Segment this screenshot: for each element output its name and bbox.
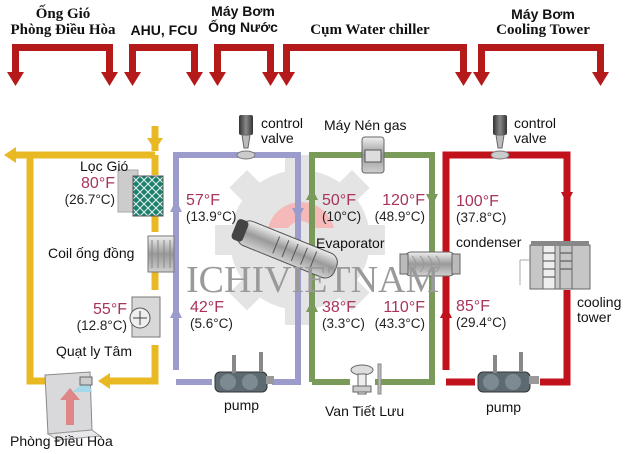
room-icon [44,371,102,441]
air-loop-arrows [4,138,163,389]
arrow-up-icon [306,188,318,200]
header-tower-pump-line2: Cooling Tower [496,22,590,38]
cooling-tower-line1: cooling [577,294,622,310]
arrow-down-icon [147,138,163,150]
copper-coil-icon [147,235,175,273]
header-water-pump: Máy Bơm Ống Nước [202,3,284,35]
expansion-valve-icon [350,363,382,395]
bracket-water-pump [209,44,279,86]
evap-in-temp-f: 38°F [322,299,356,316]
header-water-pump-line2: Ống Nước [208,19,278,35]
header-brackets [7,44,609,86]
evaporator-icon [231,219,338,279]
arrow-up-icon [170,306,182,318]
evap-in-temp-c: (3.3°C) [322,316,365,331]
evap-out-temp-c: (10°C) [322,209,362,224]
header-chiller: Cụm Water chiller [310,22,430,38]
condenser-label: condenser [456,234,522,250]
chw-return-temp-c: (13.9°C) [186,209,237,224]
header-duct: Ống Gió Phòng Điều Hòa [0,6,126,38]
arrow-up-icon [440,306,452,318]
chw-valve-line1: control [261,115,304,131]
watermark: ICHIVIETNAM [186,259,440,301]
cond-out-temp-c: (43.3°C) [374,316,425,331]
cw-valve-line2: valve [514,130,547,146]
chw-valve-label: control valve [261,116,303,146]
bracket-tower-pump [473,44,609,86]
cooling-tower-label: cooling tower [577,295,621,325]
coil-label: Coil ống đồng [48,245,135,261]
evap-out-temp-f: 50°F [322,192,356,209]
cw-valve-line1: control [514,115,557,131]
header-duct-line2: Phòng Điều Hòa [10,22,116,38]
cw-hot-temp-f: 100°F [456,193,499,210]
cooling-tower-icon [519,241,591,290]
chw-return-temp-f: 57°F [186,192,220,209]
control-valve-icon [236,115,256,160]
filter-temp-f: 80°F [81,175,115,192]
bracket-ahu [124,44,203,86]
cond-in-temp-c: (48.9°C) [374,209,425,224]
cw-cool-temp-f: 85°F [456,298,490,315]
arrow-down-icon [426,194,438,206]
arrow-down-icon [292,208,304,220]
chw-supply-temp-f: 42°F [190,299,224,316]
air-filter-icon [117,169,164,217]
cw-hot-temp-c: (37.8°C) [456,210,507,225]
compressor-label: Máy Nén gas [324,117,407,133]
header-water-pump-line1: Máy Bơm [211,3,275,19]
control-valve-icon [490,115,510,160]
chw-pump-label: pump [224,397,260,413]
compressor-icon [361,136,385,174]
chilled-water-loop [173,152,301,385]
header-tower-pump: Máy Bơm Cooling Tower [478,6,608,38]
chw-valve-line2: valve [261,130,294,146]
watermark-gear-icon [215,155,385,325]
expansion-valve-label: Van Tiết Lưu [325,403,405,419]
fan-temp-c: (12.8°C) [76,318,127,333]
pump-icon [477,352,539,393]
pump-icon [214,352,274,393]
room-label: Phòng Điều Hòa [10,433,113,449]
arrow-left-icon [98,373,110,389]
cw-valve-label: control valve [514,116,556,146]
filter-temp-c: (26.7°C) [64,192,115,207]
arrow-down-icon [561,192,573,204]
chw-supply-temp-c: (5.6°C) [190,316,233,331]
header-duct-line1: Ống Gió [35,6,91,22]
cw-cool-temp-c: (29.4°C) [456,315,507,330]
bracket-chiller [278,44,472,86]
arrow-up-icon [170,200,182,212]
centrifugal-fan-icon [129,296,161,338]
header-tower-pump-line1: Máy Bơm [511,6,575,22]
cooling-tower-line2: tower [577,309,612,325]
cond-in-temp-f: 120°F [382,192,425,209]
bracket-duct [7,44,118,86]
condenser-icon [399,251,461,277]
filter-label: Lọc Gió [80,158,129,174]
cond-out-temp-f: 110°F [383,299,425,316]
arrow-up-icon [306,300,318,312]
cw-pump-label: pump [486,399,522,415]
fan-label: Quạt ly Tâm [56,343,132,359]
fan-temp-f: 55°F [93,301,127,318]
evaporator-label: Evaporator [316,235,385,251]
arrow-left-icon [4,147,16,163]
header-ahu: AHU, FCU [130,22,198,38]
